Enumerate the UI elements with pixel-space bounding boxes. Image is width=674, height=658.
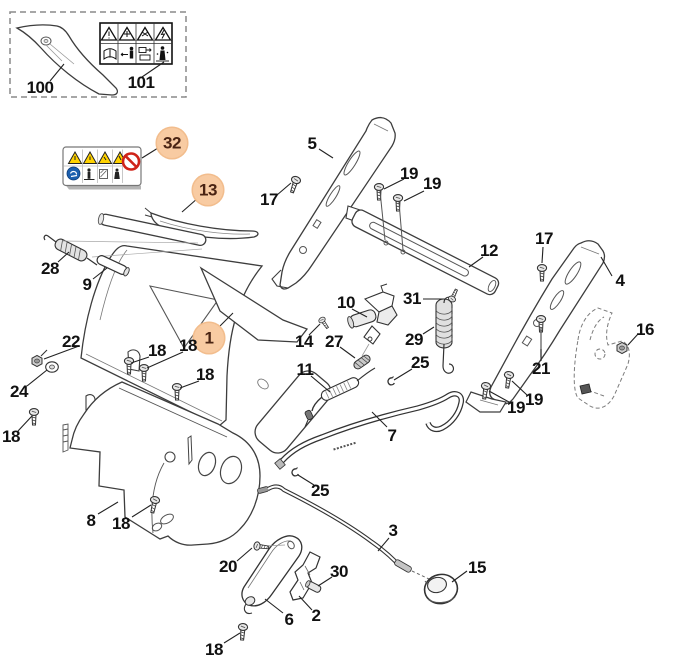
part-callout-8: 8 — [86, 511, 96, 530]
part-callout-4: 4 — [615, 271, 625, 290]
part-callout-16: 16 — [636, 320, 654, 339]
part-30-pin-drawing — [305, 580, 322, 593]
part-callout-17-2: 17 — [535, 229, 553, 248]
part-callout-6: 6 — [284, 610, 294, 629]
part-callout-10: 10 — [337, 293, 355, 312]
part-callout-29: 29 — [405, 330, 423, 349]
part-callout-7: 7 — [387, 426, 397, 445]
part-callout-20: 20 — [219, 557, 237, 576]
part-callout-19-2: 19 — [423, 174, 441, 193]
part-6-lever-drawing — [241, 535, 303, 614]
part-callout-101: 101 — [127, 73, 155, 92]
part-12-crossbar-drawing — [345, 205, 500, 296]
part-callout-28: 28 — [41, 259, 59, 278]
part-callout-18-6: 18 — [205, 640, 223, 658]
safety-sticker-101 — [99, 22, 173, 65]
part-callout-17-1: 17 — [260, 190, 278, 209]
sticker-32-pictograms — [84, 168, 120, 180]
warning-glyphs — [108, 29, 166, 39]
part-callout-5: 5 — [307, 134, 317, 153]
fasteners-group — [28, 174, 628, 641]
part-8-housing-drawing — [62, 381, 261, 546]
mandatory-blue-icon — [66, 166, 81, 181]
part-5-bracket-drawing — [271, 116, 396, 290]
part-27-spring-drawing — [353, 354, 371, 370]
part-callout-3: 3 — [388, 521, 398, 540]
part-1-housing-drawing — [80, 213, 332, 454]
part-7-bar-drawing — [274, 391, 465, 470]
part-callout-19-1: 19 — [400, 164, 418, 183]
part-callout-14: 14 — [295, 332, 313, 351]
part-11-cable-drawing — [304, 367, 376, 428]
part-28-spring-drawing — [43, 234, 203, 266]
part-callout-30: 30 — [330, 562, 348, 581]
part-10-lever-drawing — [347, 283, 398, 357]
part-callout-100: 100 — [26, 78, 54, 97]
prohibition-icon — [121, 152, 141, 171]
part-9-pin-drawing — [96, 255, 130, 277]
part-callout-15: 15 — [468, 558, 486, 577]
safety-sticker-32 — [62, 146, 142, 190]
part-callout-9: 9 — [82, 275, 92, 294]
part-callout-11: 11 — [296, 360, 314, 379]
part-15-knob-drawing — [423, 573, 459, 605]
part-callout-18-4: 18 — [2, 427, 20, 446]
part-callout-18-5: 18 — [112, 514, 130, 533]
ghost-clip — [579, 383, 592, 395]
part-callout-18-1: 18 — [148, 341, 166, 360]
part-callout-22: 22 — [62, 332, 80, 351]
leader-lines — [17, 61, 639, 644]
part-3-rod-drawing — [257, 484, 430, 580]
part-callout-18-2: 18 — [179, 336, 197, 355]
part-callout-31: 31 — [403, 289, 421, 308]
part-callout-25-2: 25 — [311, 481, 329, 500]
part-callout-2: 2 — [311, 606, 321, 625]
part-callout-1[interactable]: 1 — [192, 321, 226, 355]
part-2-latch-drawing — [289, 551, 321, 601]
part-callout-32[interactable]: 32 — [155, 126, 189, 160]
part-100-drawing — [15, 24, 119, 96]
part-callout-13[interactable]: 13 — [191, 173, 225, 207]
part-callout-19-4: 19 — [525, 390, 543, 409]
inset-box-group — [9, 11, 187, 98]
part-callout-27: 27 — [325, 332, 343, 351]
part-callout-25-1: 25 — [411, 353, 429, 372]
part-callout-18-3: 18 — [196, 365, 214, 384]
part-callout-19-3: 19 — [507, 398, 525, 417]
pictogram-glyphs — [103, 46, 169, 62]
part-callout-12: 12 — [480, 241, 498, 260]
part-callout-21: 21 — [532, 359, 550, 378]
part-callout-24: 24 — [10, 382, 28, 401]
